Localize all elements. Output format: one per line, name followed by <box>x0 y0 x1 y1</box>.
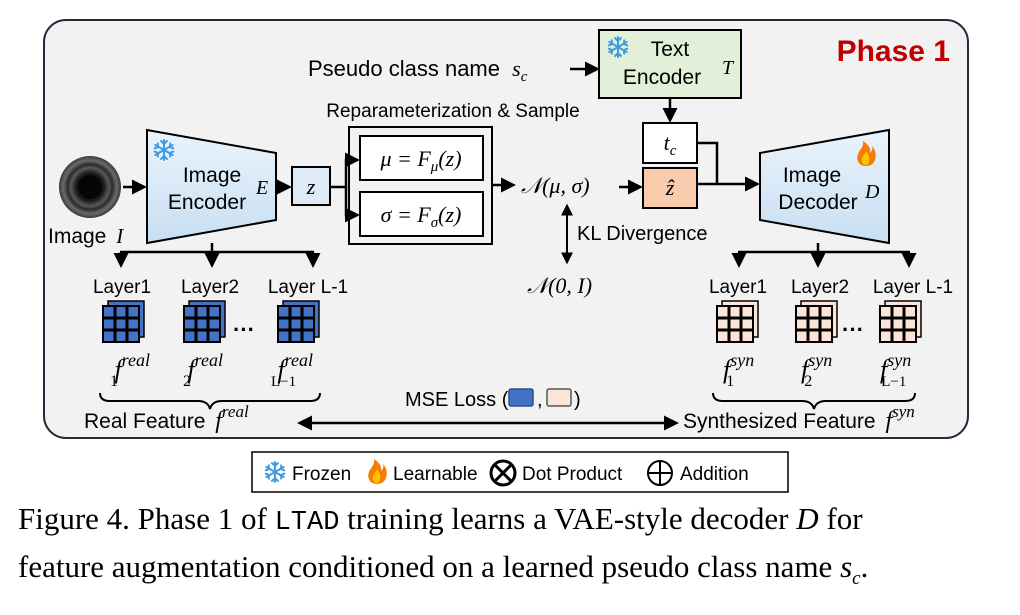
kl-label: KL Divergence <box>577 223 707 245</box>
image-decoder-symbol: D <box>864 181 880 203</box>
image-encoder <box>146 128 277 245</box>
mu-formula: μ = Fμ(z) <box>379 146 461 175</box>
reparam-label: Reparameterization & Sample <box>326 101 579 122</box>
caption-part-5: . <box>860 549 869 584</box>
mse-label: MSE Loss ( <box>405 389 509 411</box>
caption-ltad: LTAD <box>274 508 340 538</box>
image-decoder <box>759 128 890 245</box>
dot-product-icon <box>489 459 517 487</box>
syn-grid-1 <box>716 300 759 343</box>
text-encoder-line2: Encoder <box>623 66 701 89</box>
text-encoder-line1: Text <box>651 38 690 61</box>
addition-icon <box>647 460 673 486</box>
pseudo-class-label: Pseudo class name sc <box>308 56 528 85</box>
mse-close: ) <box>574 389 581 411</box>
caption-part-1: Figure 4. Phase 1 of <box>18 501 275 536</box>
feature-grids <box>102 300 922 343</box>
syn-grid-2 <box>795 300 838 343</box>
arrow-z-to-mu <box>330 152 360 189</box>
image-encoder-symbol: E <box>255 177 268 199</box>
image-encoder-line1: Image <box>183 164 241 187</box>
real-feature-label: Real Feature freal <box>84 402 249 434</box>
text-encoder-symbol: T <box>722 57 735 79</box>
legend-box <box>251 451 789 493</box>
mse-real-swatch <box>508 388 534 407</box>
input-image-center <box>78 175 102 199</box>
mse-comma: , <box>537 389 543 411</box>
syn-brace <box>712 392 916 410</box>
mse-syn-swatch <box>546 388 572 407</box>
caption-part-4: feature augmentation conditioned on a le… <box>18 549 841 584</box>
image-decoder-line1: Image <box>783 164 841 187</box>
legend-learnable: Learnable <box>393 464 478 485</box>
text-encoder-box <box>598 29 742 99</box>
real-ellipsis: ··· <box>233 317 255 342</box>
sigma-formula: σ = Fσ(z) <box>381 202 462 231</box>
arrow-z-to-sigma <box>344 187 360 223</box>
real-grid-2 <box>183 300 226 343</box>
caption-s: s <box>840 549 853 584</box>
image-encoder-line2: Encoder <box>168 191 246 214</box>
syn-ellipsis: ··· <box>842 317 864 342</box>
zhat-box <box>642 167 698 209</box>
real-grid-1 <box>102 300 145 343</box>
real-grid-last <box>277 300 320 343</box>
real-layer-1-label: Layer1 <box>93 277 151 298</box>
syn-feature-label: Synthesized Feature fsyn <box>683 402 915 434</box>
image-decoder-line2: Decoder <box>778 191 857 214</box>
tc-connector <box>697 141 719 184</box>
z-label: z <box>306 174 316 199</box>
caption-s-sub: c <box>852 568 861 590</box>
caption-part-2: training learns a VAE-style decoder <box>339 501 797 536</box>
input-image-label: Image I <box>48 224 124 248</box>
real-layer-last-label: Layer L-1 <box>268 277 348 298</box>
syn-layer-2-label: Layer2 <box>791 277 849 298</box>
figure-caption: Figure 4. Phase 1 of LTAD training learn… <box>18 497 1008 600</box>
caption-part-3: for <box>818 501 863 536</box>
syn-layer-1-label: Layer1 <box>709 277 767 298</box>
tc-box <box>642 122 698 164</box>
legend-frozen: Frozen <box>292 464 351 485</box>
syn-grid-last <box>879 300 922 343</box>
legend-dot-product: Dot Product <box>522 464 623 485</box>
real-brace <box>99 392 321 410</box>
real-layer-2-label: Layer2 <box>181 277 239 298</box>
sigma-box <box>359 191 484 237</box>
tc-label: tc <box>664 130 677 159</box>
syn-layer-last-label: Layer L-1 <box>873 277 953 298</box>
std-normal: 𝒩(0, I) <box>527 273 592 298</box>
zhat-label: ẑ <box>665 175 675 200</box>
caption-d: D <box>796 501 819 536</box>
phase-title: Phase 1 <box>837 35 950 68</box>
legend-addition: Addition <box>680 464 749 485</box>
normal-distribution: 𝒩(μ, σ) <box>521 173 590 198</box>
mu-box <box>359 135 484 181</box>
